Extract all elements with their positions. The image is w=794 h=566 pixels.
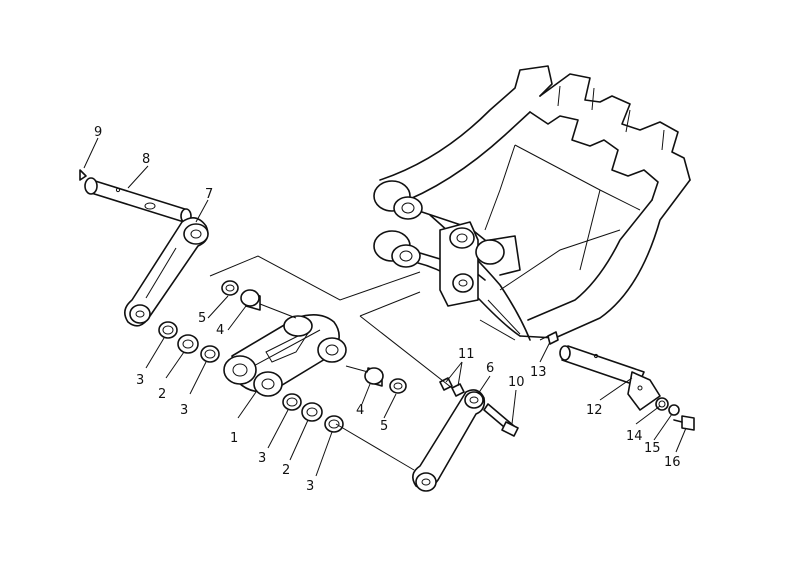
bushing-2-left — [177, 334, 199, 354]
callout-12: 12 — [586, 403, 603, 418]
callout-13: 13 — [530, 365, 547, 380]
bushing-2-lower — [301, 402, 323, 422]
callout-5-right: 5 — [380, 419, 388, 434]
washer-5-right — [389, 378, 407, 394]
link-7 — [124, 217, 209, 327]
callout-10: 10 — [508, 375, 525, 390]
callout-11: 11 — [458, 347, 475, 362]
callout-3-left: 3 — [136, 373, 144, 388]
link-6 — [412, 389, 486, 492]
washer-5-upper — [221, 280, 239, 296]
callout-1: 1 — [230, 431, 238, 446]
assembly-lines — [209, 255, 553, 471]
ring-3-bottom — [324, 415, 344, 433]
callout-4-upper: 4 — [216, 323, 224, 338]
callout-16: 16 — [664, 455, 681, 470]
callout-labels: 9 8 7 5 4 3 2 3 1 3 2 3 4 5 11 6 10 13 1… — [94, 125, 681, 494]
ring-3-mid — [200, 345, 220, 363]
lockwasher-15 — [668, 404, 680, 416]
callout-14: 14 — [626, 429, 643, 444]
bolt-16 — [673, 415, 695, 431]
callout-9: 9 — [94, 125, 102, 140]
callout-8: 8 — [142, 152, 150, 167]
callout-2-lower: 2 — [282, 463, 290, 478]
link-1 — [223, 314, 347, 397]
pin-12 — [559, 345, 661, 411]
callout-15: 15 — [644, 441, 661, 456]
pin-8 — [79, 169, 192, 224]
bolt-10 — [483, 403, 519, 437]
leader-lines — [83, 137, 687, 477]
callout-3-bottom: 3 — [306, 479, 314, 494]
callout-3-lower: 3 — [258, 451, 266, 466]
callout-4-right: 4 — [356, 403, 364, 418]
callout-7: 7 — [205, 187, 213, 202]
bushing-4-right — [364, 367, 384, 387]
bushing-4-upper — [240, 289, 261, 311]
callout-3-mid: 3 — [180, 403, 188, 418]
callout-6: 6 — [486, 361, 494, 376]
callout-5-upper: 5 — [198, 311, 206, 326]
ring-3-lower — [282, 393, 302, 411]
bucket — [373, 65, 691, 341]
bolts-11 — [439, 377, 465, 397]
ring-3-left — [158, 321, 178, 339]
callout-2-left: 2 — [158, 387, 166, 402]
